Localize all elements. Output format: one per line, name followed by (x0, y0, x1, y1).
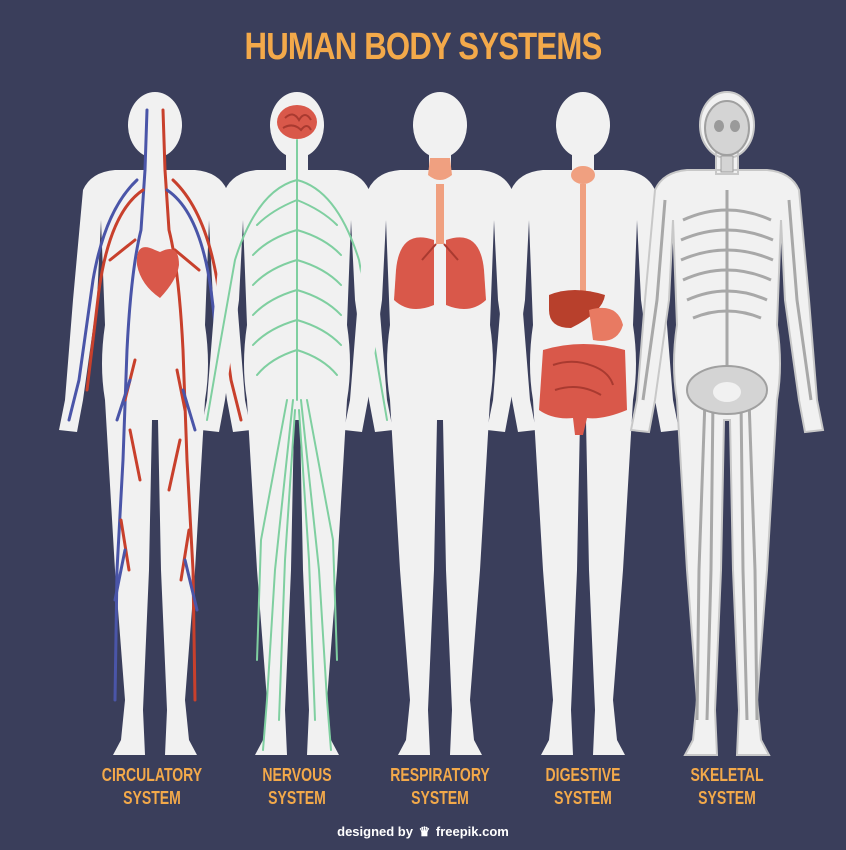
label-line-2: SYSTEM (382, 787, 499, 810)
label-line-2: SYSTEM (94, 787, 211, 810)
label-line-2: SYSTEM (239, 787, 356, 810)
label-digestive-system: DIGESTIVE SYSTEM (525, 764, 642, 810)
label-circulatory-system: CIRCULATORY SYSTEM (94, 764, 211, 810)
label-line-1: NERVOUS (239, 764, 356, 787)
nervous-figure (201, 92, 393, 755)
label-line-2: SYSTEM (525, 787, 642, 810)
freepik-logo-icon: ♛ (419, 824, 431, 840)
label-skeletal-system: SKELETAL SYSTEM (669, 764, 786, 810)
credit-brand: freepik.com (436, 824, 509, 839)
respiratory-figure (344, 92, 536, 755)
body-figures (0, 0, 846, 760)
credit: designed by ♛ freepik.com (0, 824, 846, 840)
label-line-1: SKELETAL (669, 764, 786, 787)
credit-prefix: designed by (337, 824, 413, 839)
label-line-1: RESPIRATORY (382, 764, 499, 787)
label-respiratory-system: RESPIRATORY SYSTEM (382, 764, 499, 810)
label-line-1: DIGESTIVE (525, 764, 642, 787)
label-nervous-system: NERVOUS SYSTEM (239, 764, 356, 810)
label-line-1: CIRCULATORY (94, 764, 211, 787)
label-line-2: SYSTEM (669, 787, 786, 810)
circulatory-figure (59, 92, 251, 755)
